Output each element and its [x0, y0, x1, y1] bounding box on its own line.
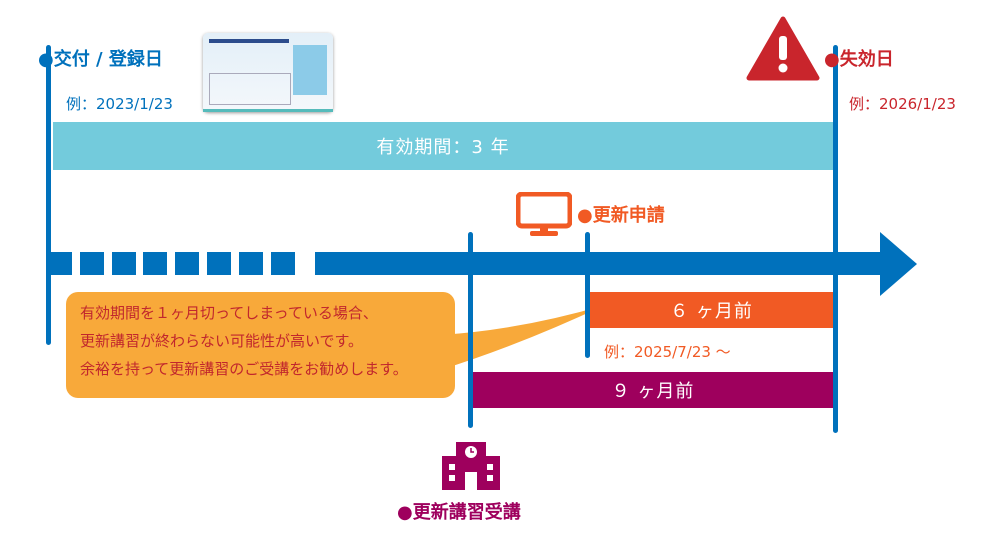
warning-note-bubble: 有効期間を１ヶ月切ってしまっている場合、 更新講習が終わらない可能性が高いです。… [66, 292, 455, 398]
expiry-label: ●失効日 [824, 49, 894, 70]
bubble-tail [440, 305, 605, 370]
issue-label: ●交付 / 登録日 [38, 49, 163, 70]
note-line: 有効期間を１ヶ月切ってしまっている場合、 [80, 304, 378, 322]
renewal-apply-label: ●更新申請 [577, 205, 665, 226]
issue-example: 例：2023/1/23 [66, 95, 173, 113]
license-card-image [203, 33, 333, 112]
renewal-apply-example: 例：2025/7/23 〜 [604, 343, 731, 361]
photo-icon [293, 45, 327, 95]
timeline-arrow [48, 232, 917, 296]
issue-line [46, 45, 51, 345]
validity-period-bar: 有効期間：3 年 [53, 122, 833, 170]
note-line: 更新講習が終わらない可能性が高いです。 [80, 332, 364, 350]
expiry-line [833, 45, 838, 433]
school-building-icon [442, 442, 500, 490]
course-label: ●更新講習受講 [397, 502, 521, 523]
note-line: 余裕を持って更新講習のご受講をお勧めします。 [80, 360, 408, 378]
nine-months-before-bar: ９ ヶ月前 [473, 372, 833, 408]
apply-line [585, 232, 590, 358]
computer-monitor-icon [516, 192, 572, 236]
expiry-example: 例：2026/1/23 [849, 95, 956, 113]
warning-icon [746, 16, 820, 81]
course-line [468, 232, 473, 428]
six-months-before-bar: ６ ヶ月前 [590, 292, 833, 328]
